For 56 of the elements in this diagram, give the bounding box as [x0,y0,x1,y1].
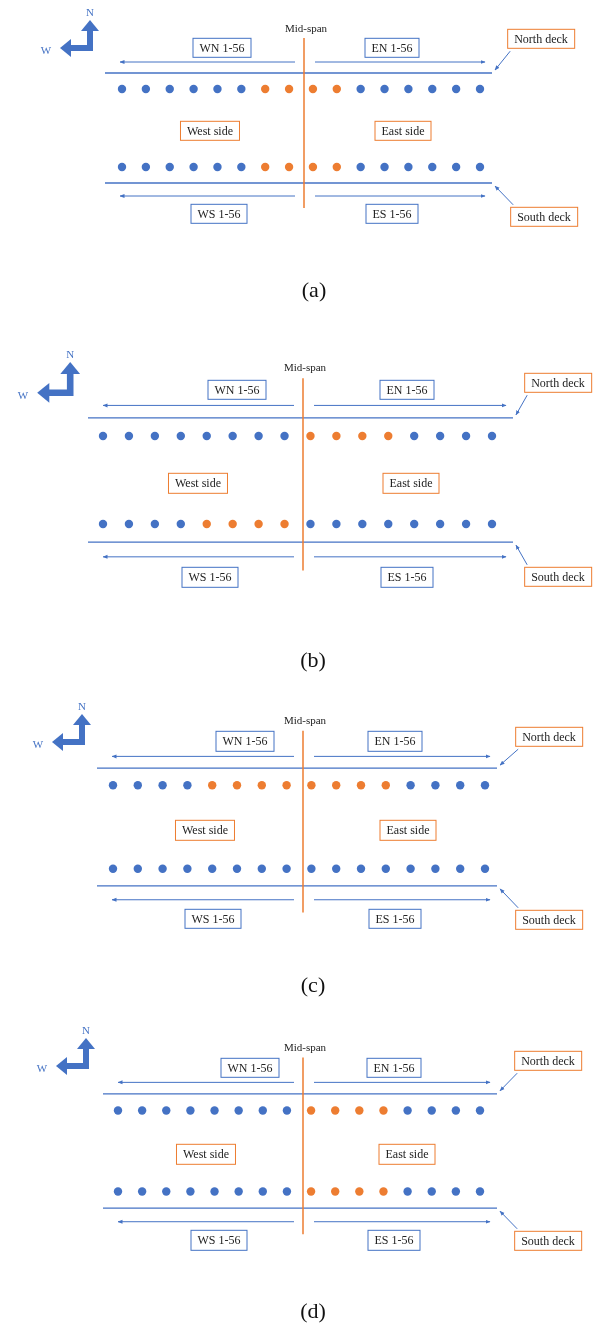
sensor-group-tag: WS 1-56 [190,203,248,225]
deck-tag: North deck [507,28,575,50]
deck-tag: South deck [514,1230,582,1252]
compass-letter: W [32,738,44,750]
mid-span-label: Mid-span [283,361,327,373]
sensor-group-tag: EN 1-56 [367,731,423,752]
sensor-group-tag: WS 1-56 [184,908,242,930]
deck-tag: South deck [515,909,583,931]
side-tag: West side [176,1143,236,1165]
panel-caption: (b) [300,647,326,673]
sensor-group-tag: WN 1-56 [207,379,267,400]
leader-arrow [515,544,528,566]
side-tag: West side [168,473,228,494]
leader-arrow [499,888,519,909]
compass-letter: N [78,700,86,712]
mid-span-label: Mid-span [283,1041,327,1053]
side-tag: East side [379,820,437,841]
side-tag: East side [378,1143,436,1165]
side-tag: West side [175,820,235,841]
side-tag: East side [374,120,432,142]
deck-tag: North deck [515,726,583,748]
compass-letter: W [36,1062,48,1074]
sensor-group-tag: ES 1-56 [367,1230,421,1251]
compass-letter: N [82,1024,90,1036]
deck-tag: North deck [524,372,592,394]
sensor-group-tag: ES 1-56 [365,203,419,225]
leader-arrow [499,1072,518,1092]
sensor-group-tag: WN 1-56 [215,731,275,752]
sensor-group-tag: WS 1-56 [190,1230,248,1251]
compass-letter: W [17,389,29,401]
sensor-group-tag: WN 1-56 [192,37,252,59]
sensor-group-tag: EN 1-56 [379,379,435,400]
deck-tag: South deck [510,206,578,228]
panel-caption: (a) [301,277,327,303]
side-tag: West side [180,120,240,142]
panel-caption: (d) [300,1298,326,1324]
sensor-group-tag: EN 1-56 [366,1057,422,1078]
sensor-group-tag: EN 1-56 [364,37,420,59]
side-tag: East side [382,473,440,494]
mid-span-label: Mid-span [284,22,328,34]
leader-arrow [515,394,528,416]
compass-letter: N [66,348,75,360]
sensor-group-tag: ES 1-56 [380,567,434,588]
leader-arrow [494,50,511,71]
deck-tag: North deck [514,1050,582,1072]
mid-span-label: Mid-span [283,714,327,726]
leader-arrow [499,748,519,766]
sensor-group-tag: WS 1-56 [181,567,239,588]
panel-caption: (c) [300,972,326,998]
compass-letter: N [86,6,94,18]
leader-arrow [499,1210,518,1230]
sensor-group-tag: WN 1-56 [220,1057,280,1078]
sensor-group-tag: ES 1-56 [368,908,422,930]
leader-arrow [494,185,514,206]
compass-letter: W [40,44,52,56]
deck-tag: South deck [524,566,592,588]
